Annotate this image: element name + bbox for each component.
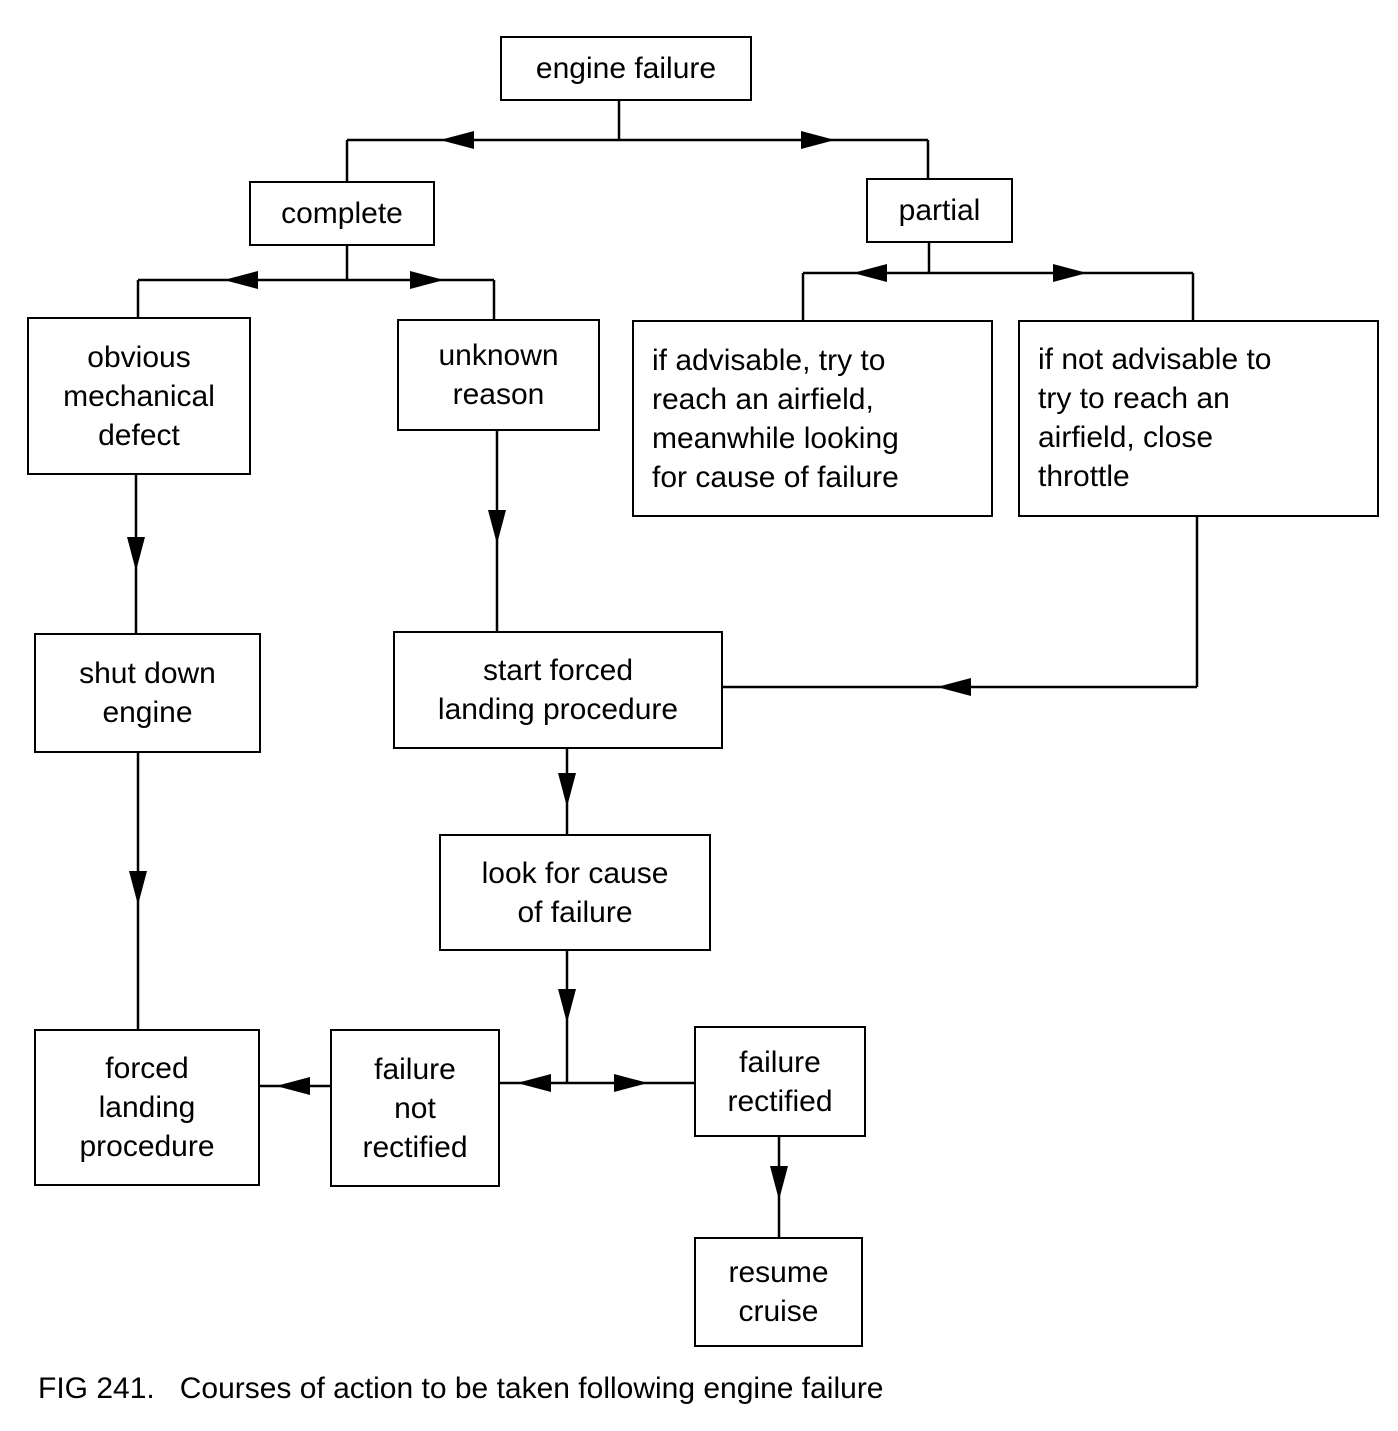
arrowhead [801, 131, 835, 149]
node-complete: complete [249, 181, 435, 246]
node-partial-not-advisable: if not advisable to try to reach an airf… [1018, 320, 1379, 517]
node-failure-not-rectified: failure not rectified [330, 1029, 500, 1187]
node-engine-failure: engine failure [500, 36, 752, 101]
arrowhead [488, 510, 506, 544]
arrowhead [129, 871, 147, 905]
arrowhead [1053, 264, 1087, 282]
node-resume-cruise: resume cruise [694, 1237, 863, 1347]
node-look-for-cause: look for cause of failure [439, 834, 711, 951]
node-partial: partial [866, 178, 1013, 243]
arrowhead [770, 1166, 788, 1200]
node-partial-advisable: if advisable, try to reach an airfield, … [632, 320, 993, 517]
arrowhead [558, 773, 576, 807]
node-start-forced-landing: start forced landing procedure [393, 631, 723, 749]
node-obvious-mechanical-defect: obvious mechanical defect [27, 317, 251, 475]
node-shut-down-engine: shut down engine [34, 633, 261, 753]
arrowhead [853, 264, 887, 282]
node-forced-landing-procedure: forced landing procedure [34, 1029, 260, 1186]
figure-caption: FIG 241. Courses of action to be taken f… [38, 1372, 884, 1405]
node-unknown-reason: unknown reason [397, 319, 600, 431]
arrowhead [127, 537, 145, 571]
arrowhead [410, 271, 444, 289]
node-failure-rectified: failure rectified [694, 1026, 866, 1137]
arrowhead [276, 1077, 310, 1095]
arrowhead [937, 678, 971, 696]
arrowhead [517, 1074, 551, 1092]
arrowhead [558, 989, 576, 1023]
arrowhead [224, 271, 258, 289]
arrowhead [614, 1074, 648, 1092]
arrowhead [440, 131, 474, 149]
